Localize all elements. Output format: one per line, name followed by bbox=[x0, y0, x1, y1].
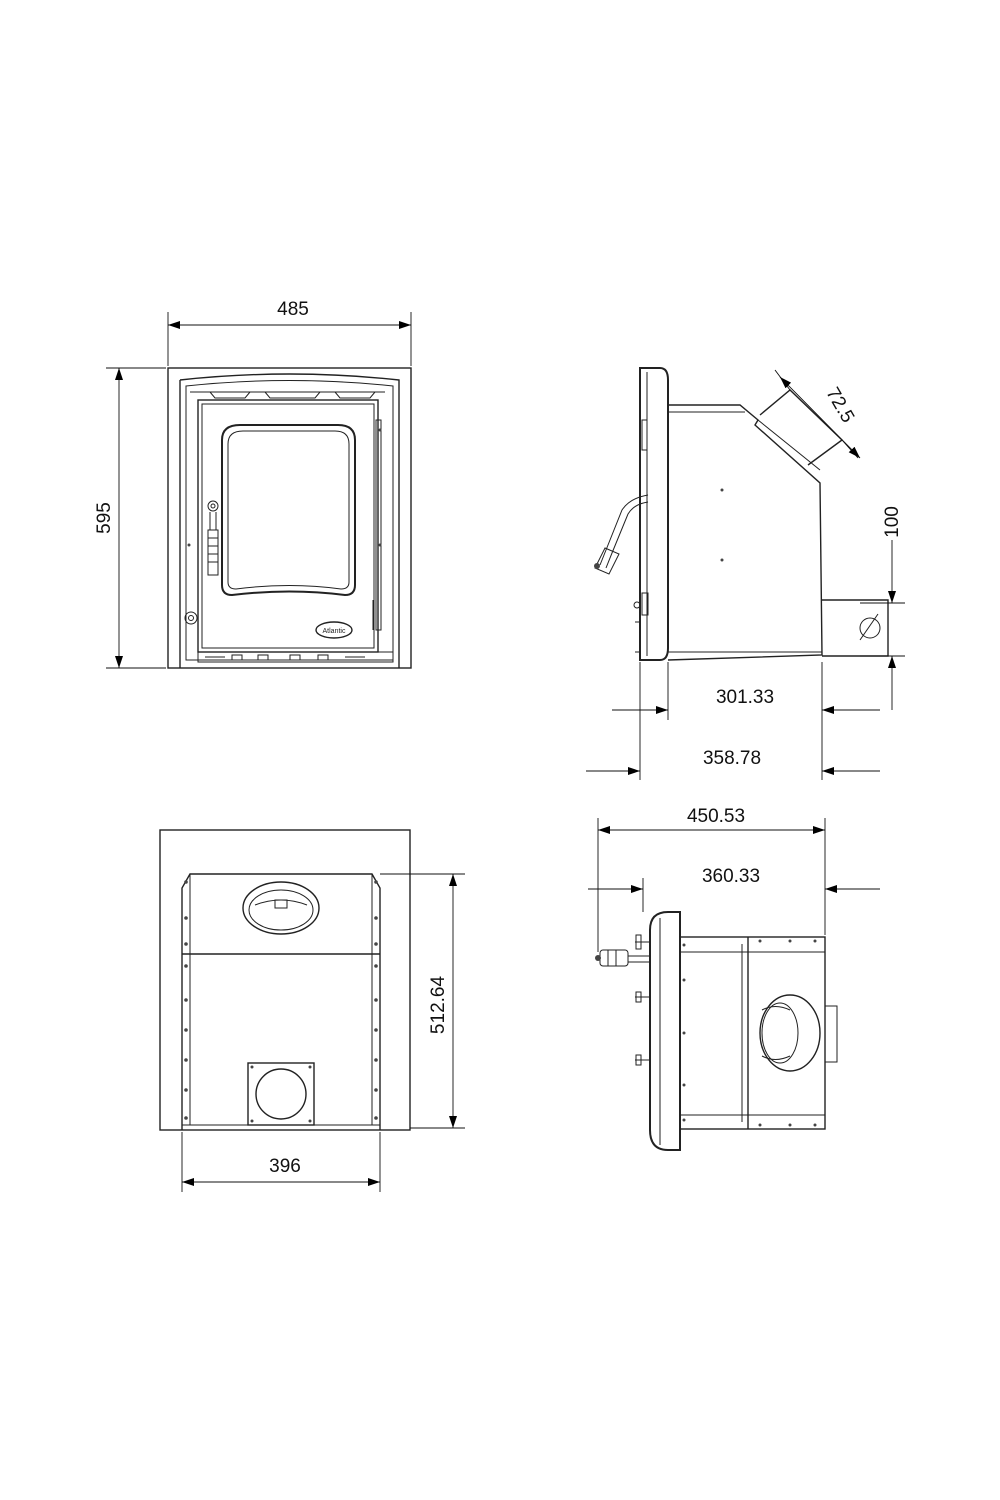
dim-label-side-depth-body: 301.33 bbox=[716, 687, 774, 708]
front-view: Atlantic bbox=[167, 367, 412, 669]
dim-front-height: 595 bbox=[94, 367, 166, 669]
dim-label-top-width-body: 360.33 bbox=[702, 866, 760, 887]
top-view bbox=[595, 911, 838, 1151]
rear-view bbox=[159, 829, 411, 1131]
dim-top-width-body: 360.33 bbox=[588, 866, 880, 912]
dim-flue-angle: 72.5 bbox=[774, 369, 861, 459]
dim-rear-height: 512.64 bbox=[380, 873, 465, 1129]
dim-flue-height: 100 bbox=[860, 506, 905, 710]
brand-logo-text: Atlantic bbox=[323, 628, 346, 635]
dim-side-depth-body: 301.33 bbox=[612, 662, 880, 720]
dim-rear-width: 396 bbox=[181, 1132, 381, 1192]
dim-label-rear-height: 512.64 bbox=[428, 976, 449, 1035]
dim-label-flue-angle: 72.5 bbox=[821, 384, 858, 427]
rear-rivets bbox=[184, 880, 378, 1123]
dim-label-top-width-total: 450.53 bbox=[687, 806, 745, 827]
dim-side-depth-total: 358.78 bbox=[586, 720, 880, 780]
dim-top-width-total: 450.53 bbox=[597, 806, 826, 952]
dim-label-front-width: 485 bbox=[277, 299, 309, 320]
dim-label-front-height: 595 bbox=[94, 502, 115, 534]
dim-label-rear-width: 396 bbox=[269, 1156, 301, 1177]
dim-label-side-depth-total: 358.78 bbox=[703, 748, 761, 769]
dim-label-flue-height: 100 bbox=[882, 506, 903, 538]
dim-front-width: 485 bbox=[167, 299, 412, 366]
